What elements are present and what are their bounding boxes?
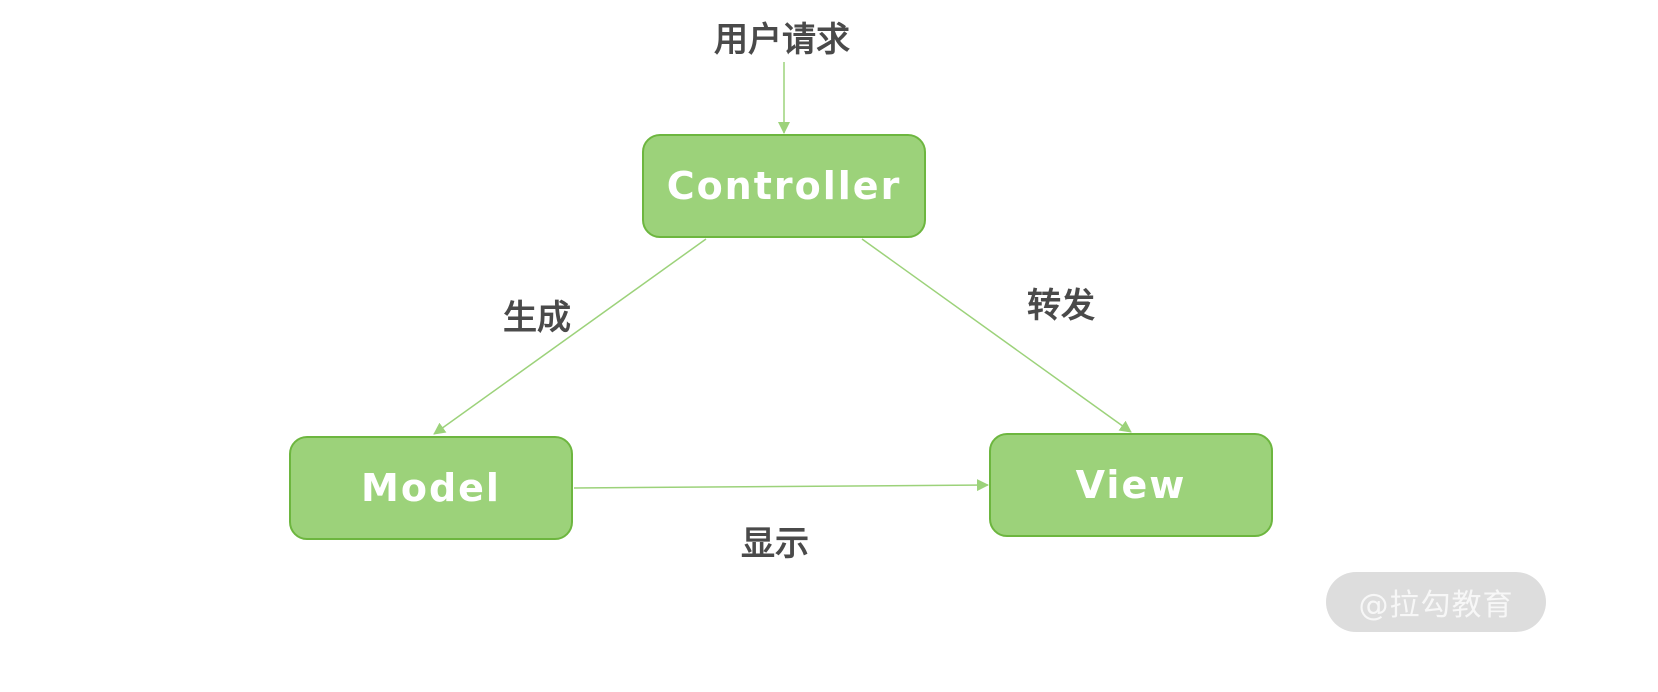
forward-label: 转发 — [1027, 286, 1095, 326]
model-node: Model — [289, 436, 573, 540]
forward-arrow — [861, 238, 1132, 433]
view-label: View — [1075, 463, 1187, 507]
model-label: Model — [361, 466, 501, 510]
watermark-badge: @拉勾教育 — [1326, 572, 1546, 632]
view-node: View — [989, 433, 1273, 537]
controller-node: Controller — [642, 134, 926, 238]
generate-arrow — [433, 238, 707, 435]
display-label: 显示 — [741, 524, 809, 564]
user-request-label: 用户请求 — [714, 20, 850, 60]
controller-label: Controller — [666, 164, 902, 208]
display-arrow — [573, 479, 989, 492]
generate-label: 生成 — [503, 298, 571, 338]
